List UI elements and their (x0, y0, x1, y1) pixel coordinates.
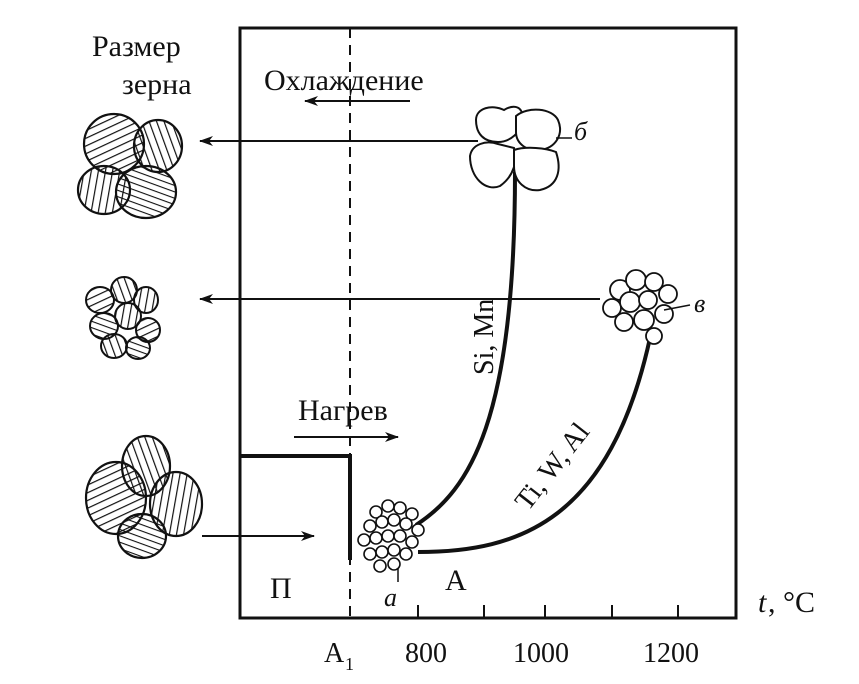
curve-si-mn (414, 171, 517, 527)
heating-step-line (240, 454, 352, 560)
coarse-austenite-grain (468, 105, 561, 192)
tick-label-1000: 1000 (513, 638, 569, 669)
point-v-leader (663, 304, 691, 311)
grain-size-title-line1: Размер (92, 30, 181, 63)
point-b-label: б (574, 117, 588, 146)
initial-pearlite-grain (84, 434, 204, 560)
coarse-pearlite-grain (76, 112, 184, 220)
curve-ti-w-al (417, 337, 652, 554)
pearlite-label: П (270, 572, 292, 605)
axis-label-t: t (758, 586, 767, 619)
plot-frame (238, 26, 738, 620)
curve-label-si-mn: Si, Mn (469, 299, 500, 375)
medium-austenite-grain (602, 269, 678, 345)
austenite-label: А (445, 564, 467, 597)
point-a-label: a (384, 583, 397, 612)
tick-label-1200: 1200 (643, 638, 699, 669)
curve-label-ti-w-al: Ti, W, Al (509, 417, 596, 516)
fine-austenite-grain (357, 499, 425, 573)
a1-label: А (324, 638, 345, 669)
x-axis-ticks (417, 605, 679, 618)
fine-pearlite-grain (85, 276, 161, 360)
a1-subscript: 1 (345, 654, 354, 674)
axis-label-unit: , °С (768, 586, 815, 619)
heating-label: Нагрев (298, 394, 388, 427)
tick-label-800: 800 (405, 638, 447, 669)
cooling-label: Охлаждение (264, 64, 424, 97)
point-v-label: в (694, 289, 705, 318)
grain-size-title-line2: зерна (122, 68, 192, 101)
